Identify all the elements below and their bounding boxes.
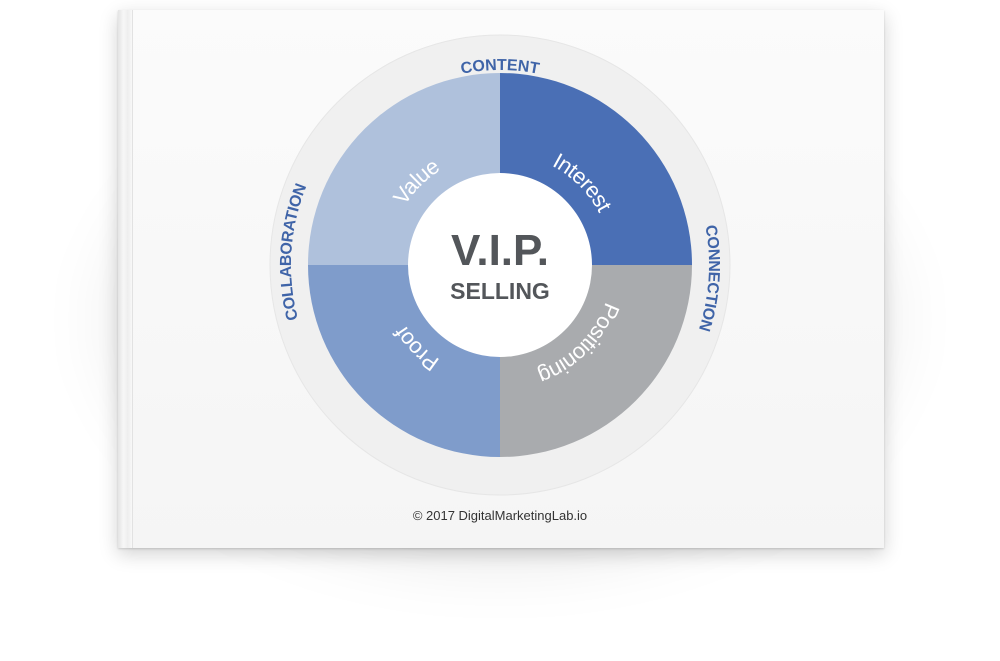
- copyright-text: © 2017 DigitalMarketingLab.io: [412, 508, 588, 523]
- book-cover: [118, 10, 884, 548]
- book-spine: [118, 10, 133, 548]
